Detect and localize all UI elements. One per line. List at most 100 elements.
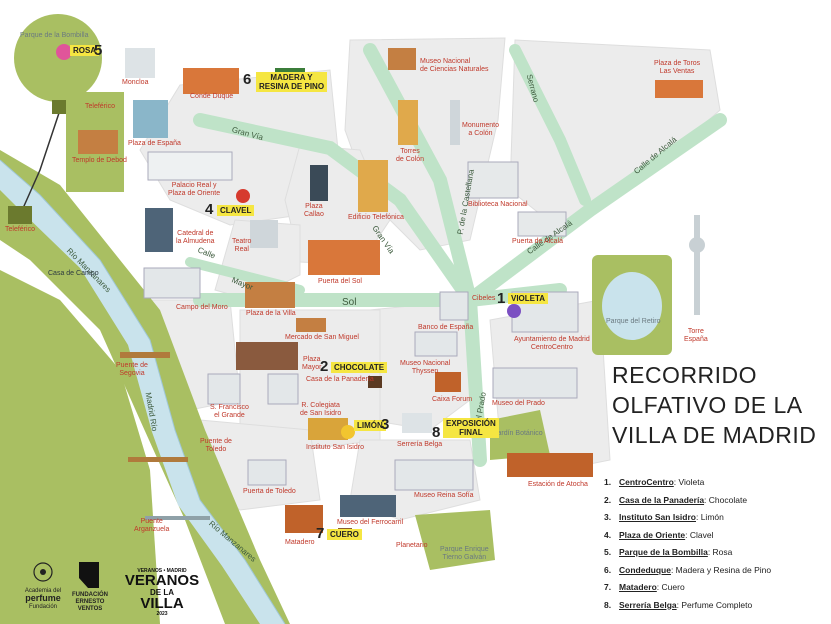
jardin-botanico-park [490, 410, 550, 460]
puente-arganzuela-icon [145, 516, 210, 520]
label-jardin-botanico: Jardín Botánico [494, 430, 543, 437]
label-cibeles: Cibeles [472, 295, 496, 302]
plaza-toros-icon [655, 80, 703, 98]
label-puerta-toledo: Puerta de Toledo [243, 488, 296, 495]
label-reina-sofia: Museo Reina Sofía [414, 492, 474, 499]
plaza-espana-icon [133, 100, 168, 138]
label-telefonica: Edificio Telefónica [348, 214, 404, 221]
title-line-2: OLFATIVO DE LA [612, 392, 803, 418]
thyssen-icon [414, 331, 458, 357]
torres-colon-icon [398, 100, 418, 145]
stop-3-number: 3 [381, 416, 390, 433]
colegiata-icon [267, 373, 299, 405]
teleferico-station-icon [8, 206, 32, 224]
stop-7-number: 7 [316, 525, 325, 542]
campo-moro-icon [143, 267, 201, 299]
label-casa-de-campo-1: Casa de Campo [48, 270, 99, 277]
reina-sofia-icon [394, 459, 474, 491]
label-caixa-forum: Caixa Forum [432, 396, 473, 403]
label-parque-retiro: Parque del Retiro [606, 318, 661, 325]
cibeles-icon [439, 291, 469, 321]
title-line-3: VILLA DE MADRID [612, 422, 817, 448]
puente-toledo-icon [128, 457, 188, 462]
serreria-icon [402, 413, 432, 433]
stop-4-number: 4 [205, 201, 214, 218]
stop-5-tag: ROSA [70, 45, 100, 56]
instituto-icon [308, 418, 348, 440]
monumento-colon-icon [450, 100, 460, 145]
legend: 1.CentroCentro: Violeta 2.Casa de la Pan… [604, 474, 824, 614]
telefonica-icon [358, 160, 388, 212]
label-puerta-alcala: Puerta de Alcalá [512, 238, 563, 245]
label-casa-panaderia: Casa de la Panadería [306, 376, 374, 383]
label-conde-duque: Conde Duque [190, 93, 234, 100]
puerta-toledo-icon [247, 459, 287, 486]
lemon-icon [341, 425, 355, 439]
stop-1-tag: VIOLETA [508, 293, 549, 304]
label-mercado: Mercado de San Miguel [285, 334, 359, 341]
stop-4-tag: CLAVEL [217, 205, 255, 216]
stop-6-number: 6 [243, 71, 252, 88]
label-instituto: Instituto San Isidro [306, 444, 364, 451]
rose-icon [56, 44, 72, 60]
moncloa-icon [125, 48, 155, 78]
veranos-logo: VERANOS • MADRID VERANOS DE LA VILLA 202… [124, 568, 200, 617]
label-campo-moro: Campo del Moro [176, 304, 228, 311]
label-templo-debod: Templo de Debod [72, 157, 127, 164]
legend-item: 5.Parque de la Bombilla: Rosa [604, 547, 733, 557]
alcala-road [463, 113, 727, 307]
puerta-alcala-icon [517, 211, 567, 237]
carnation-icon [236, 189, 250, 203]
label-matadero: Matadero [285, 539, 315, 546]
stop-3-tag: LIMÓN [354, 420, 386, 431]
academia-text: Academia del perfume Fundación [24, 588, 62, 610]
label-biblioteca: Biblioteca Nacional [468, 201, 528, 208]
museo-prado-icon [492, 367, 578, 399]
legend-item: 2.Casa de la Panadería: Chocolate [604, 494, 748, 505]
san-francisco-icon [207, 373, 241, 405]
label-banco-espana: Banco de España [418, 324, 474, 331]
teatro-real-icon [250, 220, 278, 248]
biblioteca-icon [467, 161, 519, 199]
museo-ciencias-icon [388, 48, 416, 70]
stop-2-number: 2 [320, 358, 329, 375]
matadero-icon [285, 505, 323, 533]
legend-item: 8.Serrería Belga: Perfume Completo [604, 599, 753, 610]
ferrocarril-icon [340, 495, 396, 517]
catedral-icon [145, 208, 173, 252]
teleferico-top-station-icon [52, 100, 66, 114]
plaza-villa-icon [245, 282, 295, 308]
mercado-icon [296, 318, 326, 332]
conde-duque-icon [183, 68, 239, 94]
label-teleferico-left: Teleférico [5, 226, 35, 233]
puente-segovia-icon [120, 352, 170, 358]
label-serreria-belga: Serrería Belga [397, 441, 443, 448]
landmark-icons [78, 48, 705, 533]
river-manzanares [0, 160, 285, 624]
stop-7-tag: CUERO [327, 529, 362, 540]
violet-icon [507, 304, 521, 318]
label-ferrocarril: Museo del Ferrocarril [337, 519, 404, 526]
legend-item: 1.CentroCentro: Violeta [604, 477, 705, 487]
label-plaza-villa: Plaza de la Villa [246, 310, 296, 317]
label-parque-bombilla: Parque de la Bombilla [20, 32, 89, 39]
legend-item: 4.Plaza de Oriente: Clavel [604, 529, 714, 540]
tierno-galvan-park [415, 510, 495, 570]
